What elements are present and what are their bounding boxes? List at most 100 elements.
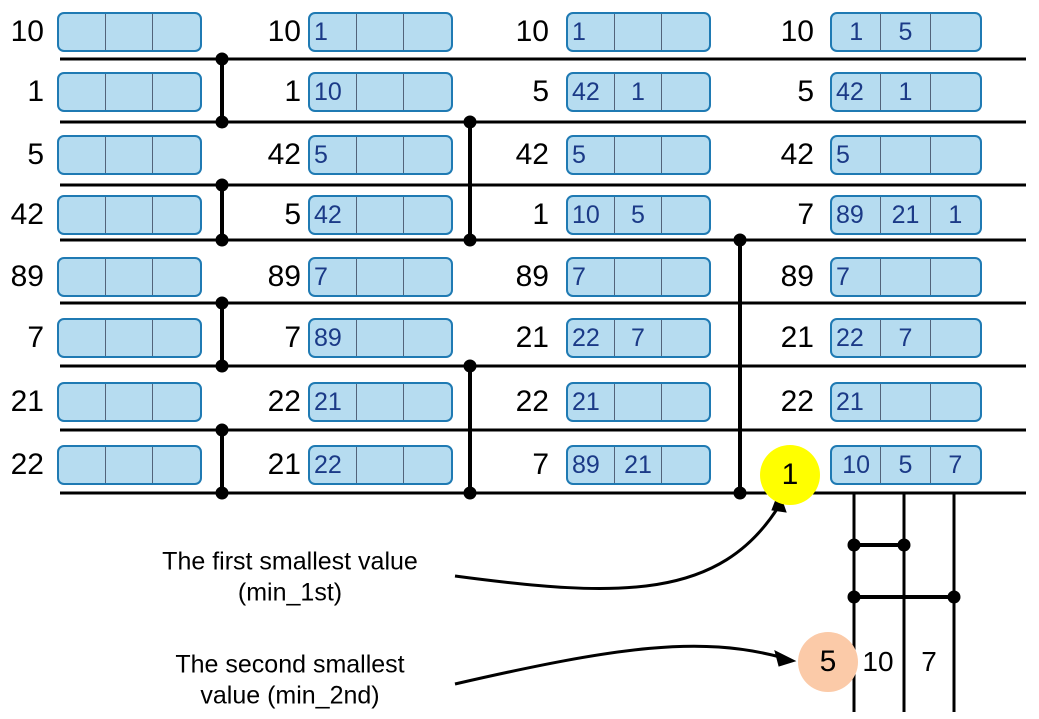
value-box[interactable] [57,382,202,422]
key-label: 89 [267,260,301,293]
box-cell: 89 [568,447,615,483]
box-cell [153,447,200,483]
min-2nd-caption: The second smallest value (min_2nd) [175,650,405,710]
value-box[interactable]: 22 7 [830,318,982,358]
value-box[interactable]: 7 [308,257,453,297]
value-box[interactable] [57,318,202,358]
box-cell [404,259,451,295]
box-cell: 7 [832,259,882,295]
key-label: 22 [267,385,301,418]
value-box[interactable]: 42 1 [566,72,711,112]
box-cell [662,197,709,233]
value-box[interactable]: 22 [308,445,453,485]
box-cell: 1 [615,74,662,110]
value-box[interactable]: 5 [566,135,711,175]
value-box[interactable]: 5 [830,135,982,175]
value-box[interactable]: 7 [566,257,711,297]
box-cell [106,259,153,295]
value-box[interactable]: 22 7 [566,318,711,358]
value-box[interactable]: 10 5 7 [830,445,982,485]
box-cell [59,74,106,110]
box-cell [662,137,709,173]
key-label: 5 [284,198,301,231]
box-cell [404,137,451,173]
key-label: 89 [515,260,549,293]
box-cell [153,137,200,173]
box-cell: 7 [310,259,357,295]
box-cell [662,447,709,483]
box-cell [59,447,106,483]
value-box[interactable]: 89 21 1 [830,195,982,235]
box-cell [59,384,106,420]
box-cell: 1 [310,14,357,50]
value-box[interactable] [57,445,202,485]
box-cell: 10 [568,197,615,233]
box-cell [153,197,200,233]
box-cell: 5 [310,137,357,173]
key-label: 22 [780,385,814,418]
box-cell [662,14,709,50]
box-cell [357,14,404,50]
min-2nd-highlight-circle[interactable]: 5 [798,632,858,692]
value-box[interactable]: 5 [308,135,453,175]
value-box[interactable] [57,72,202,112]
value-box[interactable]: 1 [566,12,711,52]
box-cell [106,137,153,173]
min-1st-highlight-circle[interactable]: 1 [760,445,820,505]
value-box[interactable]: 1 5 [830,12,982,52]
key-label: 7 [797,198,814,231]
box-cell: 21 [832,384,882,420]
value-box[interactable]: 42 1 [830,72,982,112]
box-cell: 1 [832,14,882,50]
value-box[interactable] [57,195,202,235]
key-label: 10 [780,15,814,48]
value-box[interactable] [57,12,202,52]
box-cell: 42 [832,74,882,110]
value-box[interactable]: 10 [308,72,453,112]
value-box[interactable]: 21 [566,382,711,422]
box-cell [106,384,153,420]
box-cell [59,137,106,173]
box-cell: 21 [310,384,357,420]
value-box[interactable]: 89 [308,318,453,358]
box-cell [404,384,451,420]
value-box[interactable]: 7 [830,257,982,297]
box-cell: 42 [568,74,615,110]
key-label: 42 [10,198,44,231]
value-box[interactable] [57,257,202,297]
box-cell [106,74,153,110]
box-cell [404,197,451,233]
value-box[interactable]: 89 21 [566,445,711,485]
box-cell [931,74,980,110]
value-box[interactable]: 10 5 [566,195,711,235]
box-cell [931,320,980,356]
box-cell: 5 [615,197,662,233]
key-label: 10 [267,15,301,48]
key-label: 89 [780,260,814,293]
value-box[interactable]: 1 [308,12,453,52]
box-cell: 7 [568,259,615,295]
value-box[interactable]: 21 [830,382,982,422]
box-cell: 5 [568,137,615,173]
box-cell: 7 [881,320,931,356]
key-label: 1 [284,75,301,108]
box-cell: 1 [948,200,963,229]
box-cell [357,320,404,356]
key-label: 21 [780,321,814,354]
key-label: 1 [532,198,549,231]
box-cell [662,320,709,356]
box-cell [59,259,106,295]
box-cell [357,197,404,233]
box-cell [106,320,153,356]
value-box[interactable]: 42 [308,195,453,235]
key-label: 21 [515,321,549,354]
box-cell [106,447,153,483]
key-label: 22 [10,448,44,481]
box-cell [931,14,980,50]
box-cell [59,14,106,50]
box-cell [931,137,980,173]
value-box[interactable] [57,135,202,175]
value-box[interactable]: 21 [308,382,453,422]
